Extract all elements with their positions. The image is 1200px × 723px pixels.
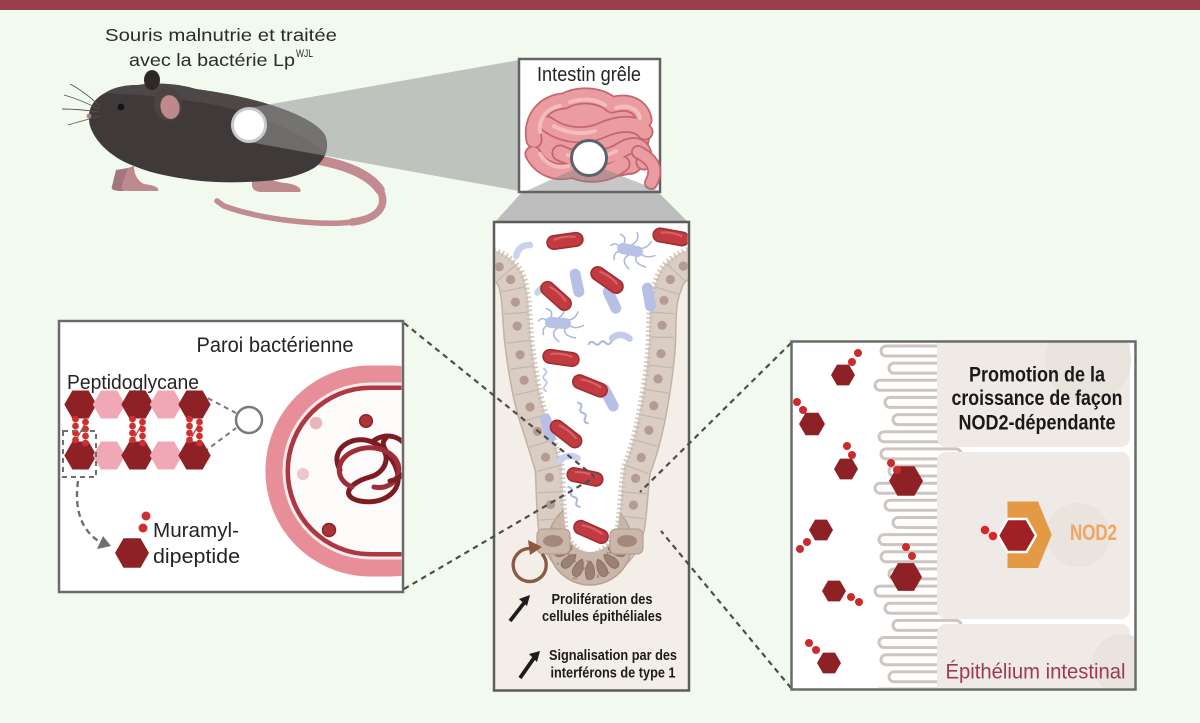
svg-text:croissance de façon: croissance de façon (952, 387, 1123, 410)
svg-text:Promotion de la: Promotion de la (969, 364, 1105, 387)
svg-text:Muramyl-: Muramyl- (153, 520, 239, 542)
svg-text:Épithélium intestinal: Épithélium intestinal (946, 661, 1126, 684)
svg-text:WJL: WJL (296, 48, 313, 60)
svg-text:Prolifération des: Prolifération des (552, 592, 653, 608)
svg-text:Signalisation par des: Signalisation par des (549, 648, 677, 664)
svg-text:Peptidoglycane: Peptidoglycane (67, 372, 199, 394)
svg-text:Paroi bactérienne: Paroi bactérienne (197, 334, 354, 357)
svg-text:dipeptide: dipeptide (153, 546, 240, 568)
svg-text:NOD2-dépendante: NOD2-dépendante (959, 412, 1116, 435)
svg-text:Intestin grêle: Intestin grêle (537, 64, 641, 86)
svg-text:Souris malnutrie et traitée: Souris malnutrie et traitée (105, 25, 337, 45)
svg-text:cellules épithéliales: cellules épithéliales (542, 609, 662, 625)
svg-text:NOD2: NOD2 (1070, 520, 1117, 545)
svg-text:interférons de type 1: interférons de type 1 (551, 666, 676, 682)
svg-text:avec la bactérie Lp: avec la bactérie Lp (129, 50, 295, 70)
